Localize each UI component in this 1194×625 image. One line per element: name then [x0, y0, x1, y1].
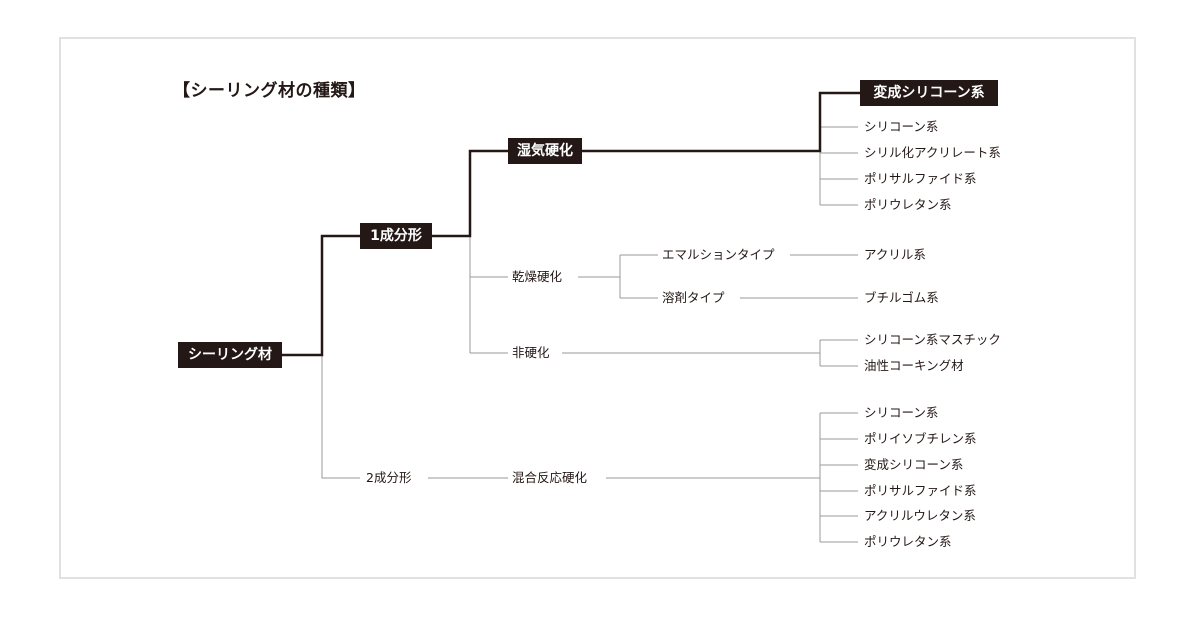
- reactive-item-polyurethane: ポリウレタン系: [862, 534, 954, 550]
- diagram-frame: [59, 37, 1136, 579]
- reactive-item-polyisobutylene: ポリイソブチレン系: [862, 431, 979, 447]
- moisture-curing-node: 湿気硬化: [508, 138, 582, 164]
- reactive-item-modified-silicone: 変成シリコーン系: [862, 457, 966, 473]
- reactive-item-acrylic-urethane: アクリルウレタン系: [862, 508, 978, 524]
- emulsion-type-label: エマルションタイプ: [660, 247, 777, 263]
- connector-root-two-part: [321, 355, 360, 479]
- one-part-node: 1成分形: [360, 223, 432, 249]
- non-curing-item-oil-caulking: 油性コーキング材: [862, 358, 966, 374]
- moisture-item-polysulfide: ポリサルファイド系: [862, 171, 979, 187]
- emulsion-item-acrylic: アクリル系: [862, 247, 928, 263]
- non-curing-item-silicone-mastic: シリコーン系マスチック: [862, 332, 1003, 348]
- highlight-moisture-modified-silicone: [582, 91, 860, 153]
- root-node: シーリング材: [178, 342, 282, 368]
- moisture-item-silicone: シリコーン系: [862, 119, 941, 135]
- reactive-curing-label: 混合反応硬化: [510, 470, 590, 486]
- solvent-item-butyl-rubber: ブチルゴム系: [862, 290, 941, 306]
- highlight-root-one-part: [282, 234, 360, 357]
- moisture-item-silyl-acrylate: シリル化アクリレート系: [862, 145, 1003, 161]
- highlight-one-part-moisture: [432, 149, 508, 238]
- reactive-item-polysulfide: ポリサルファイド系: [862, 483, 979, 499]
- two-part-label: 2成分形: [364, 470, 414, 486]
- moisture-item-polyurethane: ポリウレタン系: [862, 197, 954, 213]
- drying-curing-label: 乾燥硬化: [510, 269, 565, 285]
- reactive-item-silicone: シリコーン系: [862, 405, 941, 421]
- solvent-type-label: 溶剤タイプ: [660, 290, 727, 306]
- diagram-title: 【シーリング材の種類】: [173, 81, 366, 101]
- non-curing-label: 非硬化: [510, 345, 552, 361]
- moisture-item-modified-silicone: 変成シリコーン系: [860, 80, 998, 106]
